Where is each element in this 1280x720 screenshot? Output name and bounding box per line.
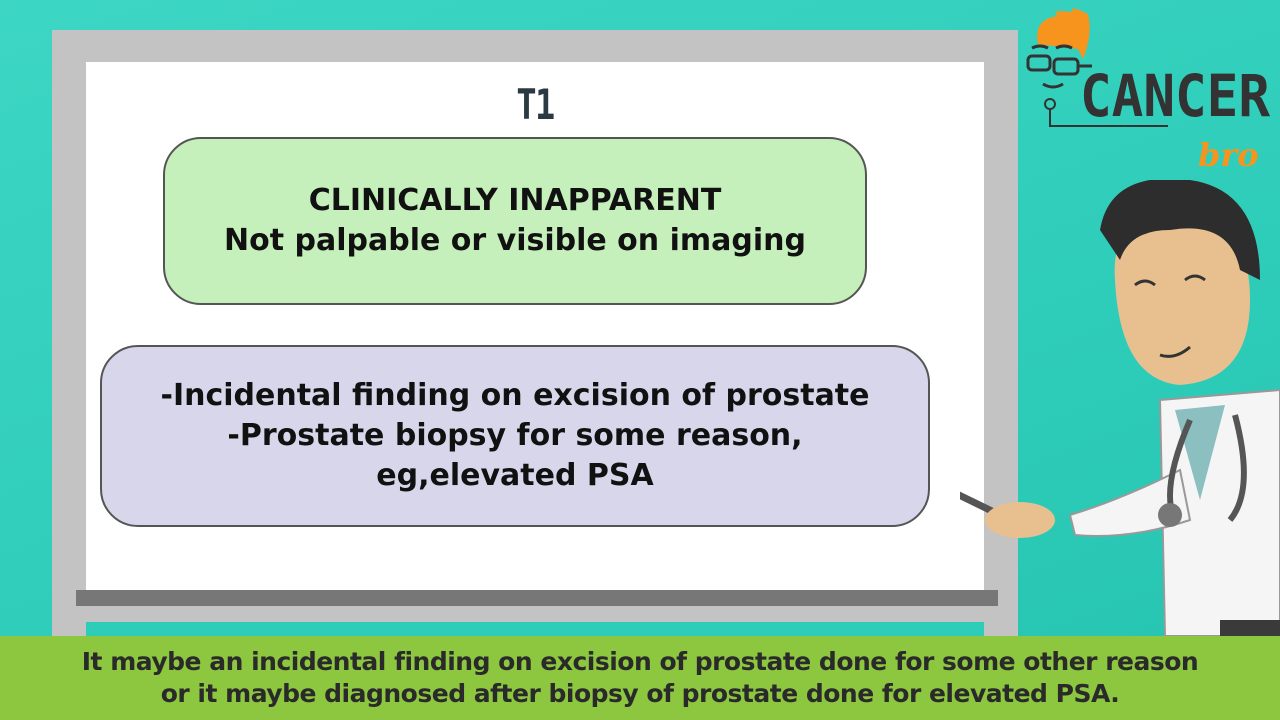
example-item: eg,elevated PSA <box>376 458 654 493</box>
example-item: -Prostate biopsy for some reason, <box>227 418 803 453</box>
definition-box: CLINICALLY INAPPARENT Not palpable or vi… <box>163 137 867 305</box>
board-title: T1 <box>516 80 555 129</box>
pointer-stick <box>960 491 1002 519</box>
definition-text: Not palpable or visible on imaging <box>224 223 806 258</box>
subtitle-caption: It maybe an incidental finding on excisi… <box>0 636 1280 720</box>
whiteboard-tray <box>76 590 998 606</box>
logo-sub: bro <box>1198 136 1259 174</box>
logo-word: CANCER <box>1080 62 1270 130</box>
whiteboard: T1 CLINICALLY INAPPARENT Not palpable or… <box>86 62 984 590</box>
cancer-bro-logo: CANCER bro <box>1026 8 1270 174</box>
doctor-character <box>960 180 1280 636</box>
caption-line: It maybe an incidental finding on excisi… <box>81 647 1199 676</box>
examples-box: -Incidental finding on excision of prost… <box>100 345 930 527</box>
example-item: -Incidental finding on excision of prost… <box>160 378 870 413</box>
caption-line: or it maybe diagnosed after biopsy of pr… <box>160 679 1120 708</box>
definition-heading: CLINICALLY INAPPARENT <box>308 183 722 218</box>
